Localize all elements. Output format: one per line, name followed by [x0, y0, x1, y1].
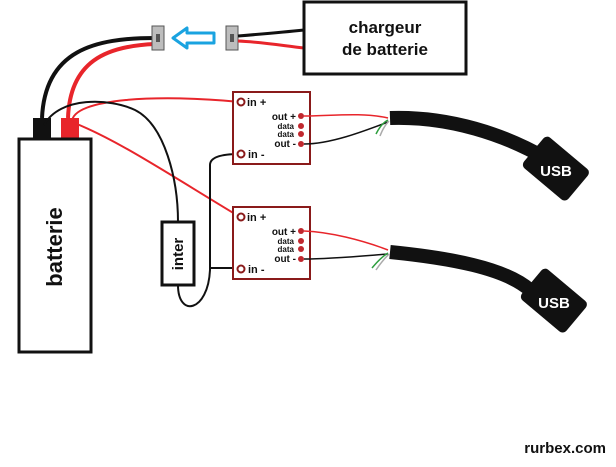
watermark: rurbex.com [524, 440, 606, 457]
charger-label-line1: chargeur [349, 18, 422, 37]
module1-out-minus: out - [274, 139, 296, 150]
usb-label-top: USB [540, 163, 572, 180]
usb-plug-bottom [520, 268, 587, 333]
usb-cable-bottom [389, 245, 535, 296]
charger-lead-negative [237, 28, 305, 38]
battery-negative-terminal [33, 118, 51, 140]
module1-output-wires [303, 113, 390, 145]
switch-to-modules-wire [177, 153, 241, 308]
positive-wire-to-module2 [71, 121, 241, 218]
negative-wire-to-switch [43, 100, 179, 223]
battery-body [17, 137, 93, 354]
usb-label-bottom: USB [538, 295, 570, 312]
charger-lead-positive [237, 39, 305, 50]
module1-in-minus: in - [248, 149, 265, 161]
module1-out-plus: out + [272, 112, 296, 123]
module1-data2: data [278, 130, 295, 139]
switch-label: inter [170, 238, 187, 271]
module2-in-minus: in - [248, 264, 265, 276]
switch-body [160, 220, 196, 287]
charger-negative-wire [40, 36, 156, 119]
battery-label: batterie [42, 207, 67, 286]
module2-data2: data [278, 245, 295, 254]
battery-positive-terminal [61, 118, 79, 140]
usb-module-bottom: in + in - out + data data out - [232, 206, 311, 280]
plug-connector [151, 25, 239, 51]
usb-plug-top [522, 136, 589, 201]
charger-label-line2: de batterie [342, 40, 428, 59]
charger-box [302, 0, 468, 76]
usb-cable-top [389, 110, 549, 165]
arrow-left-icon [171, 26, 216, 50]
module2-in-plus: in + [247, 212, 266, 224]
module1-data1: data [278, 122, 295, 131]
usb-module-top: in + in - out + data data out - [232, 91, 311, 165]
module2-out-minus: out - [274, 254, 296, 265]
module1-in-plus: in + [247, 97, 266, 109]
positive-wire-to-module1 [71, 97, 241, 123]
module2-out-plus: out + [272, 227, 296, 238]
module2-data1: data [278, 237, 295, 246]
charger-positive-wire [66, 42, 156, 119]
module2-output-wires [303, 230, 390, 271]
